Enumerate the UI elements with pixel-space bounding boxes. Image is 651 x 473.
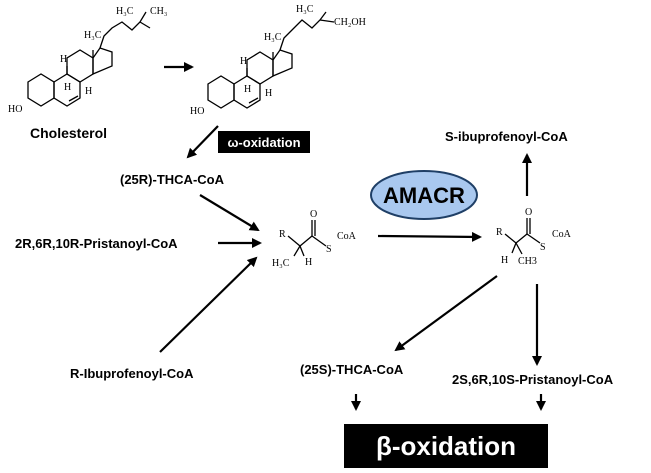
left-s: S bbox=[326, 244, 332, 255]
right-o: O bbox=[525, 207, 532, 218]
ox-ch2oh: CH₂OH bbox=[334, 17, 366, 28]
ox-h3c-top: H₃C bbox=[296, 4, 314, 15]
arrow-to-25s bbox=[394, 275, 498, 352]
thca-25r-label: (25R)-THCA-CoA bbox=[120, 172, 225, 187]
chol-h-3: H bbox=[60, 54, 67, 65]
arrow-oxidized-to-25r bbox=[186, 125, 219, 159]
ox-h-2: H bbox=[265, 88, 272, 99]
cholesterol-label: Cholesterol bbox=[30, 125, 107, 141]
omega-oxidation-label: ω-oxidation bbox=[227, 135, 300, 150]
right-s: S bbox=[540, 242, 546, 253]
left-h3c: H₃C bbox=[272, 258, 290, 269]
left-coa: CoA bbox=[337, 231, 357, 242]
pristanoyl-2r-label: 2R,6R,10R-Pristanoyl-CoA bbox=[15, 236, 178, 251]
chol-h3c-side: H₃C bbox=[84, 30, 102, 41]
left-h: H bbox=[305, 257, 312, 268]
chol-ho: HO bbox=[8, 104, 22, 115]
ox-ho: HO bbox=[190, 106, 204, 117]
chol-h3c-top: H₃C bbox=[116, 6, 134, 17]
ox-h3c-side: H₃C bbox=[264, 32, 282, 43]
left-r: R bbox=[279, 229, 286, 240]
arrow-25r-to-substrate bbox=[199, 194, 260, 232]
ibuprofenoyl-r-label: R-Ibuprofenoyl-CoA bbox=[70, 366, 194, 381]
right-ch3: CH3 bbox=[518, 256, 537, 267]
beta-oxidation-box bbox=[344, 424, 548, 468]
pristanoyl-2s-label: 2S,6R,10S-Pristanoyl-CoA bbox=[452, 372, 614, 387]
omega-oxidation-box bbox=[218, 131, 310, 153]
arrow-ribu-to-substrate bbox=[159, 256, 258, 353]
oxidized-cholesterol-structure bbox=[207, 11, 335, 109]
r-substrate-structure bbox=[287, 220, 327, 257]
right-coa: CoA bbox=[552, 229, 572, 240]
ox-h-1: H bbox=[244, 84, 251, 95]
s-substrate-structure bbox=[504, 218, 541, 255]
chol-h-2: H bbox=[85, 86, 92, 97]
amacr-label: AMACR bbox=[383, 183, 465, 208]
beta-oxidation-label: β-oxidation bbox=[376, 431, 516, 461]
chol-h-1: H bbox=[64, 82, 71, 93]
right-h: H bbox=[501, 255, 508, 266]
arrow-amacr-conversion bbox=[377, 231, 482, 242]
thca-25s-label: (25S)-THCA-CoA bbox=[300, 362, 404, 377]
ox-h-3: H bbox=[240, 56, 247, 67]
amacr-enzyme bbox=[370, 170, 478, 220]
ibuprofenoyl-s-label: S-ibuprofenoyl-CoA bbox=[445, 129, 568, 144]
cholesterol-structure bbox=[27, 11, 151, 107]
right-r: R bbox=[496, 227, 503, 238]
chol-ch3-top: CH₃ bbox=[150, 6, 167, 17]
left-o: O bbox=[310, 209, 317, 220]
